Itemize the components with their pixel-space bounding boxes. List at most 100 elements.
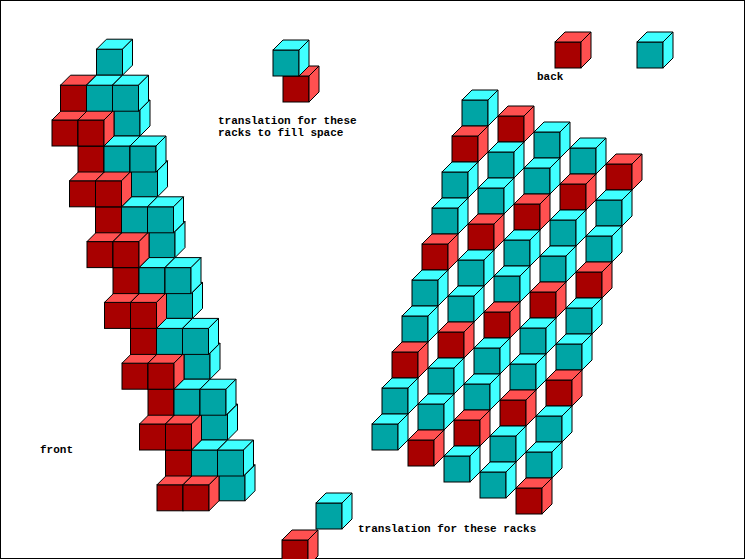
cube-side (444, 394, 454, 430)
cube (494, 266, 530, 302)
cube-racks (52, 32, 673, 559)
cube-front (184, 353, 210, 379)
cube-side (552, 442, 562, 478)
cube-front (114, 110, 140, 136)
cube-front (526, 452, 552, 478)
cube-side (480, 410, 490, 446)
cube-side (560, 122, 570, 158)
cube-side (174, 353, 184, 389)
cube-front (637, 42, 663, 68)
cube (412, 270, 448, 306)
cube-side (586, 174, 596, 210)
cube-front (530, 292, 556, 318)
cube-side (226, 379, 236, 415)
cube (166, 414, 202, 450)
cube-front (422, 244, 448, 270)
cube (516, 478, 552, 514)
cube-side (244, 440, 254, 476)
cube-front (418, 404, 444, 430)
cube-side (592, 298, 602, 334)
cube-front (520, 328, 546, 354)
cube (498, 106, 534, 142)
cube (442, 162, 478, 198)
cube-front (514, 204, 540, 230)
cube-front (534, 132, 560, 158)
cube (408, 430, 444, 466)
cube-side (484, 250, 494, 286)
cube-side (428, 306, 438, 342)
cube-side (418, 342, 428, 378)
cube-side (566, 246, 576, 282)
cube-front (70, 181, 96, 207)
cube-front (87, 242, 113, 268)
cube-side (209, 318, 219, 354)
cube (514, 194, 550, 230)
cube-front (488, 152, 514, 178)
cube (546, 370, 582, 406)
cube (454, 410, 490, 446)
cube-side (448, 234, 458, 270)
cube-side (602, 262, 612, 298)
cube-front (52, 120, 78, 146)
cube (428, 358, 464, 394)
cube-side (663, 32, 673, 68)
cube (418, 394, 454, 430)
cube-front (113, 85, 139, 111)
cube-side (454, 358, 464, 394)
cube-front (596, 200, 622, 226)
cube-front (166, 450, 192, 476)
cube (462, 90, 498, 126)
cube-front (452, 136, 478, 162)
cube (78, 110, 114, 146)
cube-side (514, 142, 524, 178)
cube-front (462, 100, 488, 126)
cube-front (165, 268, 191, 294)
cube-side (468, 162, 478, 198)
cube-side (342, 493, 352, 529)
cube-side (458, 198, 468, 234)
cube-front (444, 456, 470, 482)
cube (464, 374, 500, 410)
cube-front (218, 450, 244, 476)
cube-side (209, 475, 219, 511)
cube (500, 390, 536, 426)
cube-front (478, 188, 504, 214)
cube (480, 462, 516, 498)
cube-front (570, 148, 596, 174)
cube-front (494, 276, 520, 302)
cube (382, 378, 418, 414)
cube-front (283, 76, 309, 102)
cube-side (622, 190, 632, 226)
cube-side (157, 292, 167, 328)
cube (555, 32, 591, 68)
cube-front (576, 272, 602, 298)
label-text: front (40, 444, 73, 456)
cube-front (104, 146, 130, 172)
cube-side (156, 136, 166, 172)
cube-front (556, 344, 582, 370)
cube-side (572, 370, 582, 406)
cube-side (581, 32, 591, 68)
cube-front (87, 85, 113, 111)
cube-front (131, 328, 157, 354)
cube-side (408, 378, 418, 414)
cube (550, 210, 586, 246)
cube-side (490, 374, 500, 410)
cube-side (562, 406, 572, 442)
cube-front (464, 384, 490, 410)
cube-front (219, 475, 245, 501)
cube-front (454, 420, 480, 446)
cube (490, 426, 526, 462)
cube (148, 353, 184, 389)
cube-front (412, 280, 438, 306)
cube-side (520, 266, 530, 302)
cube (183, 475, 219, 511)
cube-front (540, 256, 566, 282)
cube (560, 174, 596, 210)
cube-front (586, 236, 612, 262)
cube-front (78, 146, 104, 172)
cube (97, 39, 133, 75)
cube (200, 379, 236, 415)
